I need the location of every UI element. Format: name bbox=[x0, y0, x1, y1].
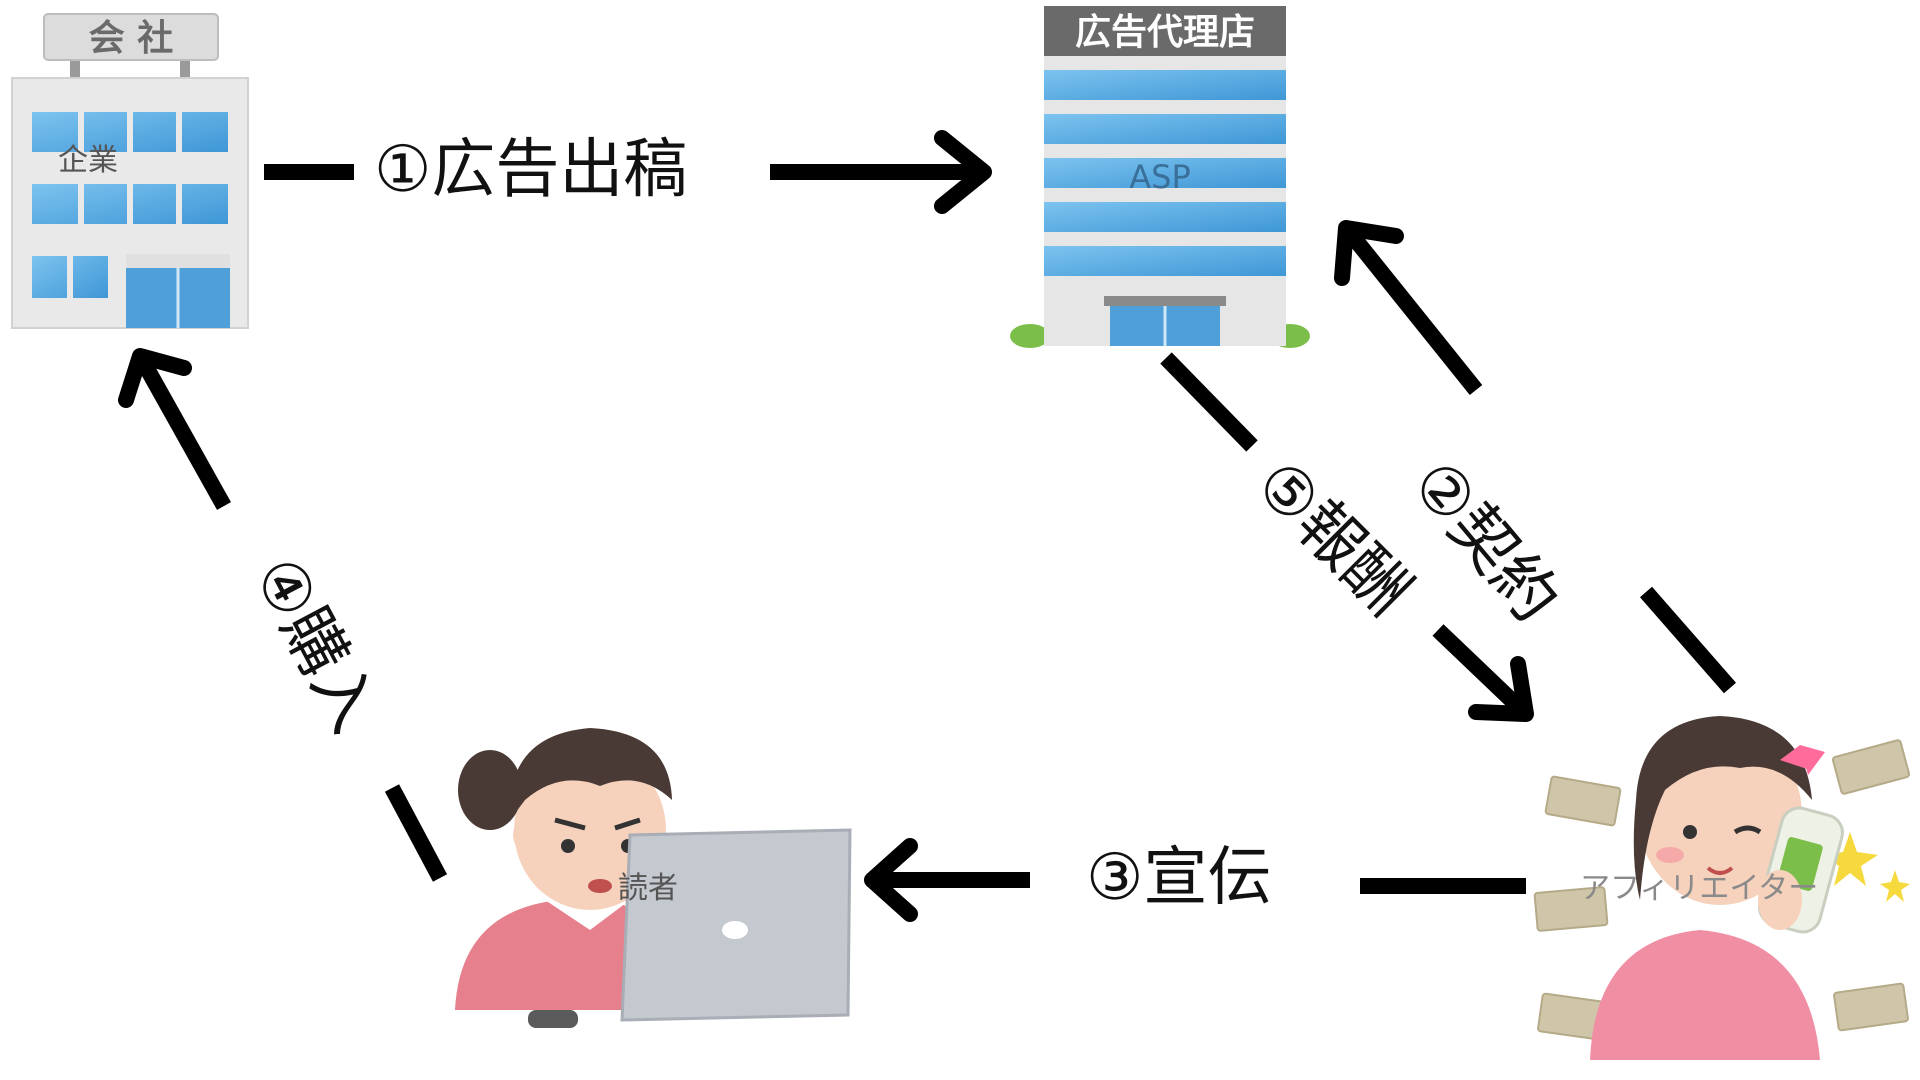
company-sign: 会 社 bbox=[89, 18, 174, 59]
asp-label: ASP bbox=[1129, 158, 1191, 196]
arrow-reward-shaft bbox=[1432, 624, 1532, 720]
step-promotion-label: ③宣伝 bbox=[1086, 841, 1272, 915]
arrow-reward-head bbox=[1468, 656, 1534, 722]
asp-building-icon: 広告代理店 ASP bbox=[1010, 6, 1310, 348]
arrow-contract-shaft bbox=[1339, 222, 1483, 396]
arrow-contract-tail bbox=[1639, 586, 1737, 694]
arrow-purchase-shaft bbox=[133, 352, 231, 510]
flow-arrows bbox=[118, 130, 1737, 922]
arrow-purchase-tail bbox=[384, 784, 448, 882]
step-ad-placement-label: ①広告出稿 bbox=[374, 133, 688, 207]
arrow-contract-head bbox=[1334, 220, 1404, 286]
arrow-ad-placement-head bbox=[934, 130, 992, 214]
company-label: 企業 bbox=[58, 143, 118, 178]
affiliate-label: アフィリエイター bbox=[1580, 871, 1818, 906]
asp-sign: 広告代理店 bbox=[1075, 12, 1255, 53]
reader-illustration: 読者 bbox=[455, 728, 852, 1028]
arrow-reward-tail bbox=[1160, 352, 1258, 452]
reader-label: 読者 bbox=[618, 871, 678, 906]
arrow-promotion-head bbox=[864, 838, 918, 922]
company-building-icon: 会 社 企業 bbox=[11, 13, 249, 329]
affiliate-illustration: アフィリエイター bbox=[1533, 716, 1911, 1060]
arrow-purchase-head bbox=[118, 348, 192, 408]
